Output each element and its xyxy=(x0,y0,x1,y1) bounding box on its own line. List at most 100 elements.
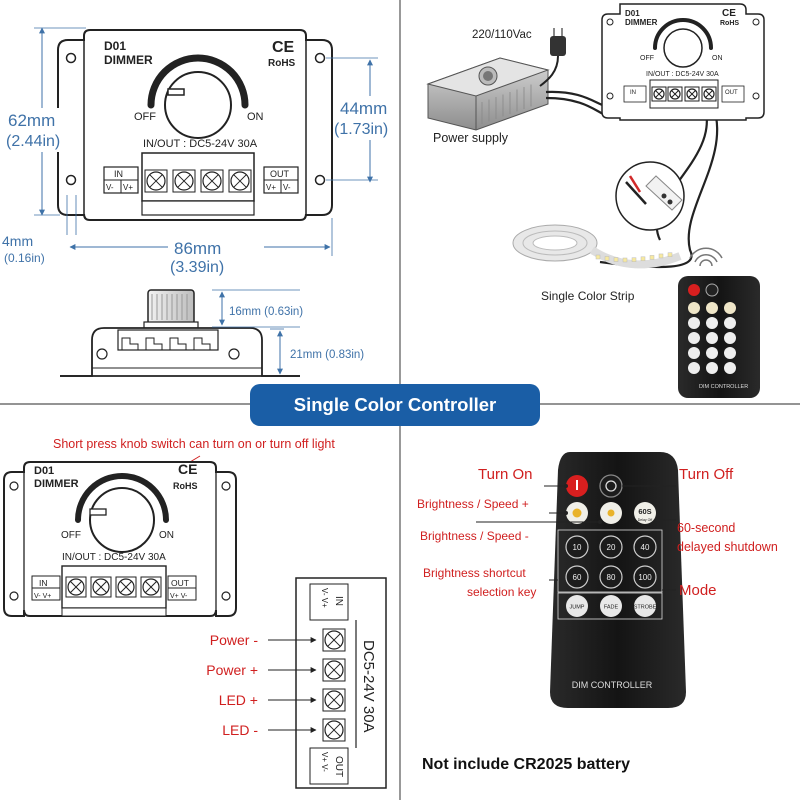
mini-dimmer-name: DIMMER xyxy=(625,18,658,27)
mini-dimmer: D01 DIMMER CE RoHS OFF ON IN/OUT : DC5-2… xyxy=(601,3,765,121)
tc-in-volts: V- V+ xyxy=(320,588,329,608)
mode-button[interactable]: JUMP xyxy=(566,595,588,617)
mini-remote-button xyxy=(688,347,700,359)
mini-remote-button xyxy=(688,317,700,329)
callout-brightness-up: Brightness / Speed + xyxy=(417,497,529,511)
inner-height-mm: 44mm xyxy=(340,99,387,118)
side-view: 16mm (0.63in) 21mm (0.83in) xyxy=(60,289,364,377)
mini-remote-button xyxy=(706,332,718,344)
bl-model: D01 xyxy=(34,465,54,477)
knob xyxy=(164,71,232,139)
callout-shortcut: Brightness shortcut xyxy=(423,566,526,580)
side-terminal xyxy=(121,337,139,350)
level-label: 10 xyxy=(573,543,582,552)
side-terminal xyxy=(145,337,163,350)
brightness-level-button[interactable]: 80 xyxy=(599,565,623,589)
wire-detail xyxy=(615,161,685,231)
mini-remote-button xyxy=(724,362,736,374)
terminal-screw xyxy=(115,576,137,598)
mini-remote-button xyxy=(706,302,718,314)
pin-label: LED + xyxy=(219,692,258,708)
out-vplus: V+ xyxy=(266,183,276,192)
turn-off-button[interactable] xyxy=(599,474,623,498)
brightness-level-button[interactable]: 100 xyxy=(633,565,657,589)
led-chip xyxy=(649,255,655,260)
level-label: 20 xyxy=(607,543,616,552)
pin-label: Power - xyxy=(210,632,259,648)
mini-remote-button xyxy=(706,347,718,359)
mini-ce: CE xyxy=(722,8,736,19)
knob-note-section: Short press knob switch can turn on or t… xyxy=(3,437,335,617)
in-vplus: V+ xyxy=(123,183,133,192)
level-label: 100 xyxy=(638,573,652,582)
bl-spec: IN/OUT : DC5-24V 30A xyxy=(62,552,166,563)
width-mm: 86mm xyxy=(174,239,221,258)
side-terminal xyxy=(193,337,211,350)
tc-in-label: IN xyxy=(333,596,344,606)
mini-terminal-screw xyxy=(651,86,667,102)
hole-in: (0.16in) xyxy=(4,251,45,265)
mini-in: IN xyxy=(630,90,636,96)
rohs-mark: RoHS xyxy=(268,58,296,69)
mode-button[interactable]: FADE xyxy=(600,595,622,617)
in-label: IN xyxy=(114,169,123,179)
terminal-closeup-screw xyxy=(322,628,346,652)
mount-hole xyxy=(314,174,326,186)
timer-label: 60S xyxy=(638,507,651,516)
terminal-screws xyxy=(144,169,252,193)
terminal-screw xyxy=(228,169,252,193)
led-chip xyxy=(640,256,646,262)
pin-label: LED - xyxy=(222,722,258,738)
mini-remote-button xyxy=(688,362,700,374)
led-chip xyxy=(667,252,673,257)
terminal-closeup: IN V- V+ OUT V+ V- DC5-24V 30A xyxy=(295,577,387,789)
mini-model: D01 xyxy=(625,9,640,18)
in-vminus: V- xyxy=(106,183,114,192)
terminal-pin-labels: Power - Power + LED + LED - xyxy=(206,632,317,738)
mini-remote-button xyxy=(706,317,718,329)
mount-hole xyxy=(314,52,326,64)
terminal-closeup-screw xyxy=(322,718,346,742)
bl-on: ON xyxy=(159,530,174,541)
side-terminal xyxy=(169,337,187,350)
mini-terminal-screw xyxy=(701,86,717,102)
mini-remote-button xyxy=(688,284,700,296)
knob-height: 16mm (0.63in) xyxy=(229,306,303,318)
banner-title: Single Color Controller xyxy=(294,394,496,415)
mains-label: 220/110Vac xyxy=(472,29,532,41)
mini-remote-button xyxy=(724,347,736,359)
brightness-level-button[interactable]: 10 xyxy=(565,535,589,559)
led-chip xyxy=(631,257,637,262)
brightness-level-button[interactable]: 40 xyxy=(633,535,657,559)
led-chip xyxy=(622,257,628,263)
bl-ce: CE xyxy=(178,461,197,477)
mini-remote-button xyxy=(724,302,736,314)
out-vminus: V- xyxy=(283,183,291,192)
callout-shortcut2: selection key xyxy=(467,585,536,599)
strip-label: Single Color Strip xyxy=(541,289,635,303)
power-supply-label: Power supply xyxy=(433,131,509,145)
mode-button[interactable]: STROBE xyxy=(634,595,657,617)
mini-terminal-screw xyxy=(684,86,700,102)
off-label: OFF xyxy=(134,111,156,123)
terminal-screw xyxy=(144,169,168,193)
brightness-level-button[interactable]: 60 xyxy=(565,565,589,589)
mini-remote-button xyxy=(688,302,700,314)
mount-hole xyxy=(65,174,77,186)
mini-off: OFF xyxy=(640,55,654,62)
mount-hole xyxy=(65,52,77,64)
small-remote: DIM CONTROLLER xyxy=(678,247,760,398)
wiring-diagram: Power supply 220/110Vac D01 DIMMER CE Ro… xyxy=(426,3,765,398)
bl-rohs: RoHS xyxy=(173,481,198,491)
brightness-level-button[interactable]: 20 xyxy=(599,535,623,559)
delay-off-button[interactable] xyxy=(634,502,656,524)
mini-remote-button xyxy=(688,332,700,344)
terminal-screw xyxy=(172,169,196,193)
pin-label: Power + xyxy=(206,662,258,678)
hole-mm: 4mm xyxy=(2,233,33,249)
level-label: 80 xyxy=(607,573,616,582)
level-label: 40 xyxy=(641,543,650,552)
spec-label: IN/OUT : DC5-24V 30A xyxy=(143,138,258,150)
terminal-closeup-screw xyxy=(322,658,346,682)
